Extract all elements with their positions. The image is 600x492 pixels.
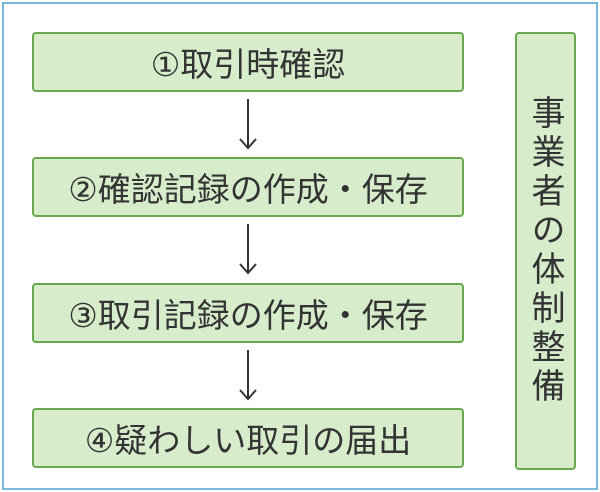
step-label: ③取引記録の作成・保存 [68, 296, 428, 335]
down-arrow-icon [239, 350, 257, 401]
step-label: ④疑わしい取引の届出 [84, 421, 412, 460]
down-arrow-icon [239, 224, 257, 275]
step-box-transaction-record: ③取引記録の作成・保存 [32, 283, 464, 343]
step-box-suspicious-report: ④疑わしい取引の届出 [32, 408, 464, 468]
step-label: ①取引時確認 [150, 45, 346, 84]
step-box-identity-verification: ①取引時確認 [32, 32, 464, 92]
side-box-label: 事業者の体制整備 [525, 95, 565, 407]
side-box-system-setup: 事業者の体制整備 [515, 32, 576, 470]
step-label: ②確認記録の作成・保存 [68, 170, 428, 209]
step-box-verification-record: ②確認記録の作成・保存 [32, 157, 464, 217]
down-arrow-icon [239, 99, 257, 150]
